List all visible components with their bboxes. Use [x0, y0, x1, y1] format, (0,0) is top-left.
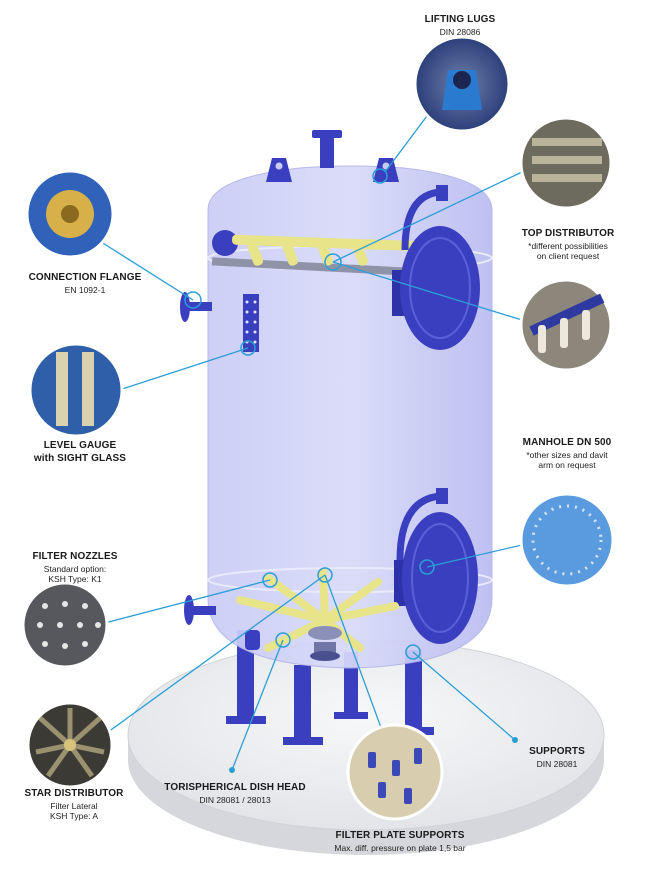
lower-manhole-shape [394, 488, 478, 644]
callout-subtitle: *different possibilities [528, 240, 608, 251]
callout-connection-flange: CONNECTION FLANGE EN 1092-1 [20, 272, 150, 295]
callout-filter-nozzles: FILTER NOZZLES Standard option: KSH Type… [20, 551, 130, 585]
callout-subtitle: EN 1092-1 [64, 284, 106, 295]
callout-star-distributor: STAR DISTRIBUTOR Filter Lateral KSH Type… [18, 788, 130, 822]
callout-subtitle: with SIGHT GLASS [33, 452, 127, 464]
callout-supports: SUPPORTS DIN 28081 [512, 746, 602, 769]
detail-disc-manhole [519, 492, 615, 588]
callout-subtitle: Filter Lateral [50, 800, 98, 811]
callout-subtitle-2: KSH Type: A [49, 811, 99, 822]
callout-manhole: MANHOLE DN 500 *other sizes and davit ar… [502, 437, 632, 471]
callout-subtitle: DIN 28086 [439, 26, 481, 37]
detail-disc-lifting-lug [413, 35, 511, 133]
detail-disc-level-gauge [28, 342, 124, 438]
callout-subtitle-2: arm on request [538, 460, 596, 471]
callout-title: TORISPHERICAL DISH HEAD [164, 782, 306, 793]
callout-filter-plate-supports: FILTER PLATE SUPPORTS Max. diff. pressur… [300, 830, 500, 853]
callout-title: TOP DISTRIBUTOR [521, 228, 615, 239]
lower-side-nozzle-shape [184, 595, 216, 625]
upper-manhole-shape [392, 226, 480, 350]
callout-top-distributor: TOP DISTRIBUTOR *different possibilities… [498, 228, 638, 262]
callout-subtitle: Standard option: [43, 563, 107, 574]
callout-lifting-lugs: LIFTING LUGS DIN 28086 [405, 14, 515, 37]
center-hub-shape [245, 626, 342, 661]
detail-disc-star-distributor [26, 701, 114, 789]
callout-subtitle: *other sizes and davit [526, 449, 608, 460]
top-nozzle [312, 130, 342, 168]
callout-title: FILTER PLATE SUPPORTS [335, 830, 465, 841]
detail-disc-filter-plate-supports [346, 723, 444, 821]
callout-subtitle-2: on client request [536, 251, 600, 262]
callout-level-gauge: LEVEL GAUGE with SIGHT GLASS [20, 440, 140, 465]
callout-subtitle: DIN 28081 / 28013 [199, 794, 271, 805]
detail-disc-top-distributor-2 [519, 278, 613, 372]
callout-title: CONNECTION FLANGE [28, 272, 142, 283]
callout-title: FILTER NOZZLES [32, 551, 118, 562]
callout-title: LIFTING LUGS [424, 14, 496, 25]
leader-endpoints [229, 737, 518, 773]
callout-title: LEVEL GAUGE [43, 440, 117, 451]
detail-disc-filter-nozzles [21, 581, 109, 669]
callout-subtitle: Max. diff. pressure on plate 1,5 bar [334, 842, 466, 853]
leader-lines [89, 111, 523, 771]
callout-subtitle: DIN 28081 [536, 758, 578, 769]
callout-title: MANHOLE DN 500 [522, 437, 612, 448]
connection-flange-shape [180, 292, 212, 322]
callout-title: SUPPORTS [529, 746, 585, 757]
callout-title: STAR DISTRIBUTOR [24, 788, 124, 799]
callout-subtitle-2: KSH Type: K1 [48, 574, 102, 585]
leader-markers [184, 168, 435, 660]
star-distributor-shape [236, 568, 399, 652]
level-gauge-shape [243, 294, 259, 352]
detail-disc-connection-flange [25, 169, 115, 259]
detail-disc-top-distributor-1 [519, 116, 613, 210]
callout-dish-head: TORISPHERICAL DISH HEAD DIN 28081 / 2801… [160, 782, 310, 805]
